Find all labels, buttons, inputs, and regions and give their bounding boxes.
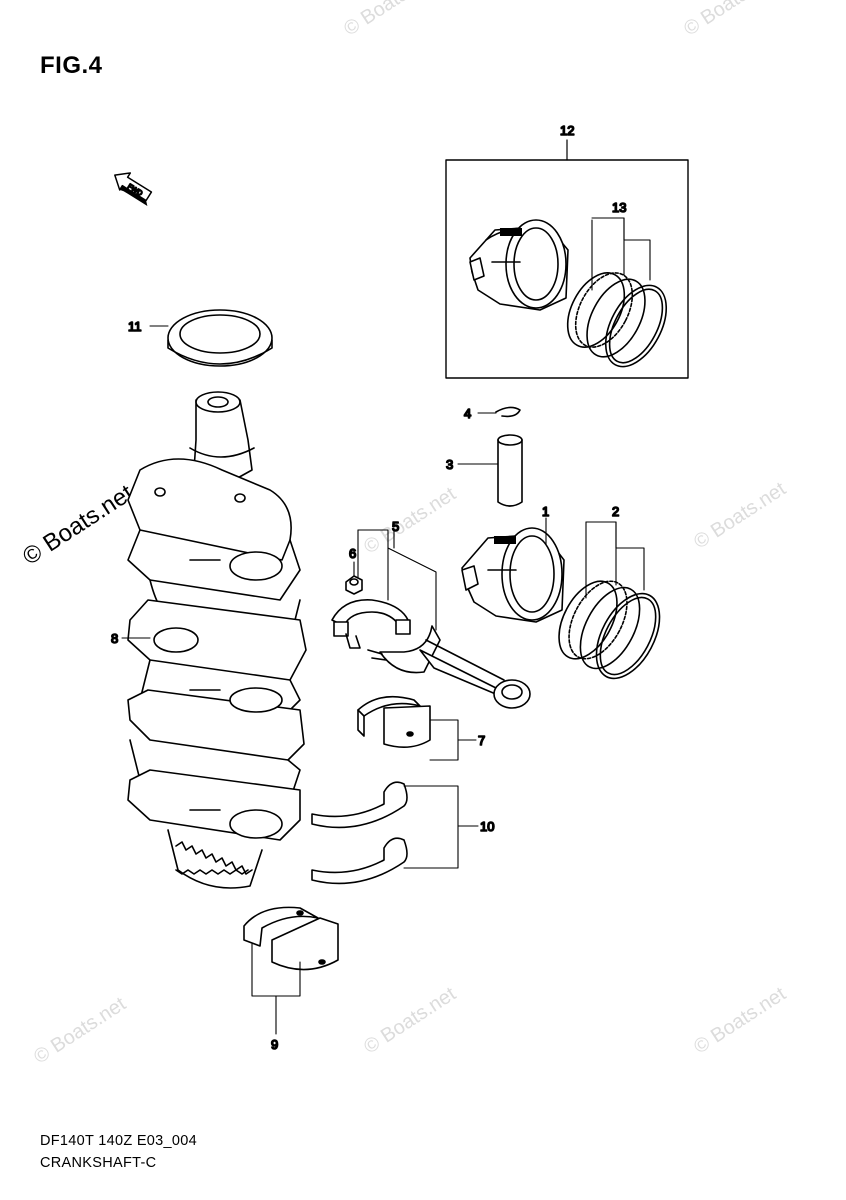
- callout-1: 1: [542, 504, 549, 519]
- piston-ring-set: [558, 580, 661, 680]
- callout-6: 6: [349, 546, 356, 561]
- callout-10: 10: [480, 819, 494, 834]
- main-bearing: [243, 906, 339, 971]
- conrod-bearing: [357, 695, 431, 748]
- piston-ring-set-boxed: [566, 272, 668, 368]
- callout-2: 2: [612, 504, 619, 519]
- fwd-arrow-icon: FWD: [114, 172, 153, 207]
- callout-11: 11: [128, 319, 142, 334]
- callout-4: 4: [464, 406, 471, 421]
- callout-13: 13: [612, 200, 626, 215]
- oil-seal: [167, 309, 273, 367]
- figure-title: FIG.4: [40, 52, 103, 79]
- callout-7: 7: [478, 733, 485, 748]
- crankshaft: [127, 391, 307, 889]
- piston-boxed: [469, 219, 569, 311]
- thrust-washer: [311, 781, 408, 885]
- callout-9: 9: [271, 1037, 278, 1052]
- callout-12: 12: [560, 123, 574, 138]
- callout-3: 3: [446, 457, 453, 472]
- connecting-rod-nut: [345, 575, 363, 595]
- callout-5: 5: [392, 519, 399, 534]
- piston-pin: [497, 434, 523, 507]
- piston: [461, 527, 565, 623]
- diagram-code: DF140T 140Z E03_004: [40, 1133, 197, 1149]
- piston-pin-clip: [495, 406, 521, 418]
- callout-8: 8: [111, 631, 118, 646]
- connecting-rod: [331, 599, 531, 709]
- diagram-caption: DF140T 140Z E03_004 CRANKSHAFT-C: [40, 1130, 197, 1174]
- diagram-section-name: CRANKSHAFT-C: [40, 1155, 157, 1171]
